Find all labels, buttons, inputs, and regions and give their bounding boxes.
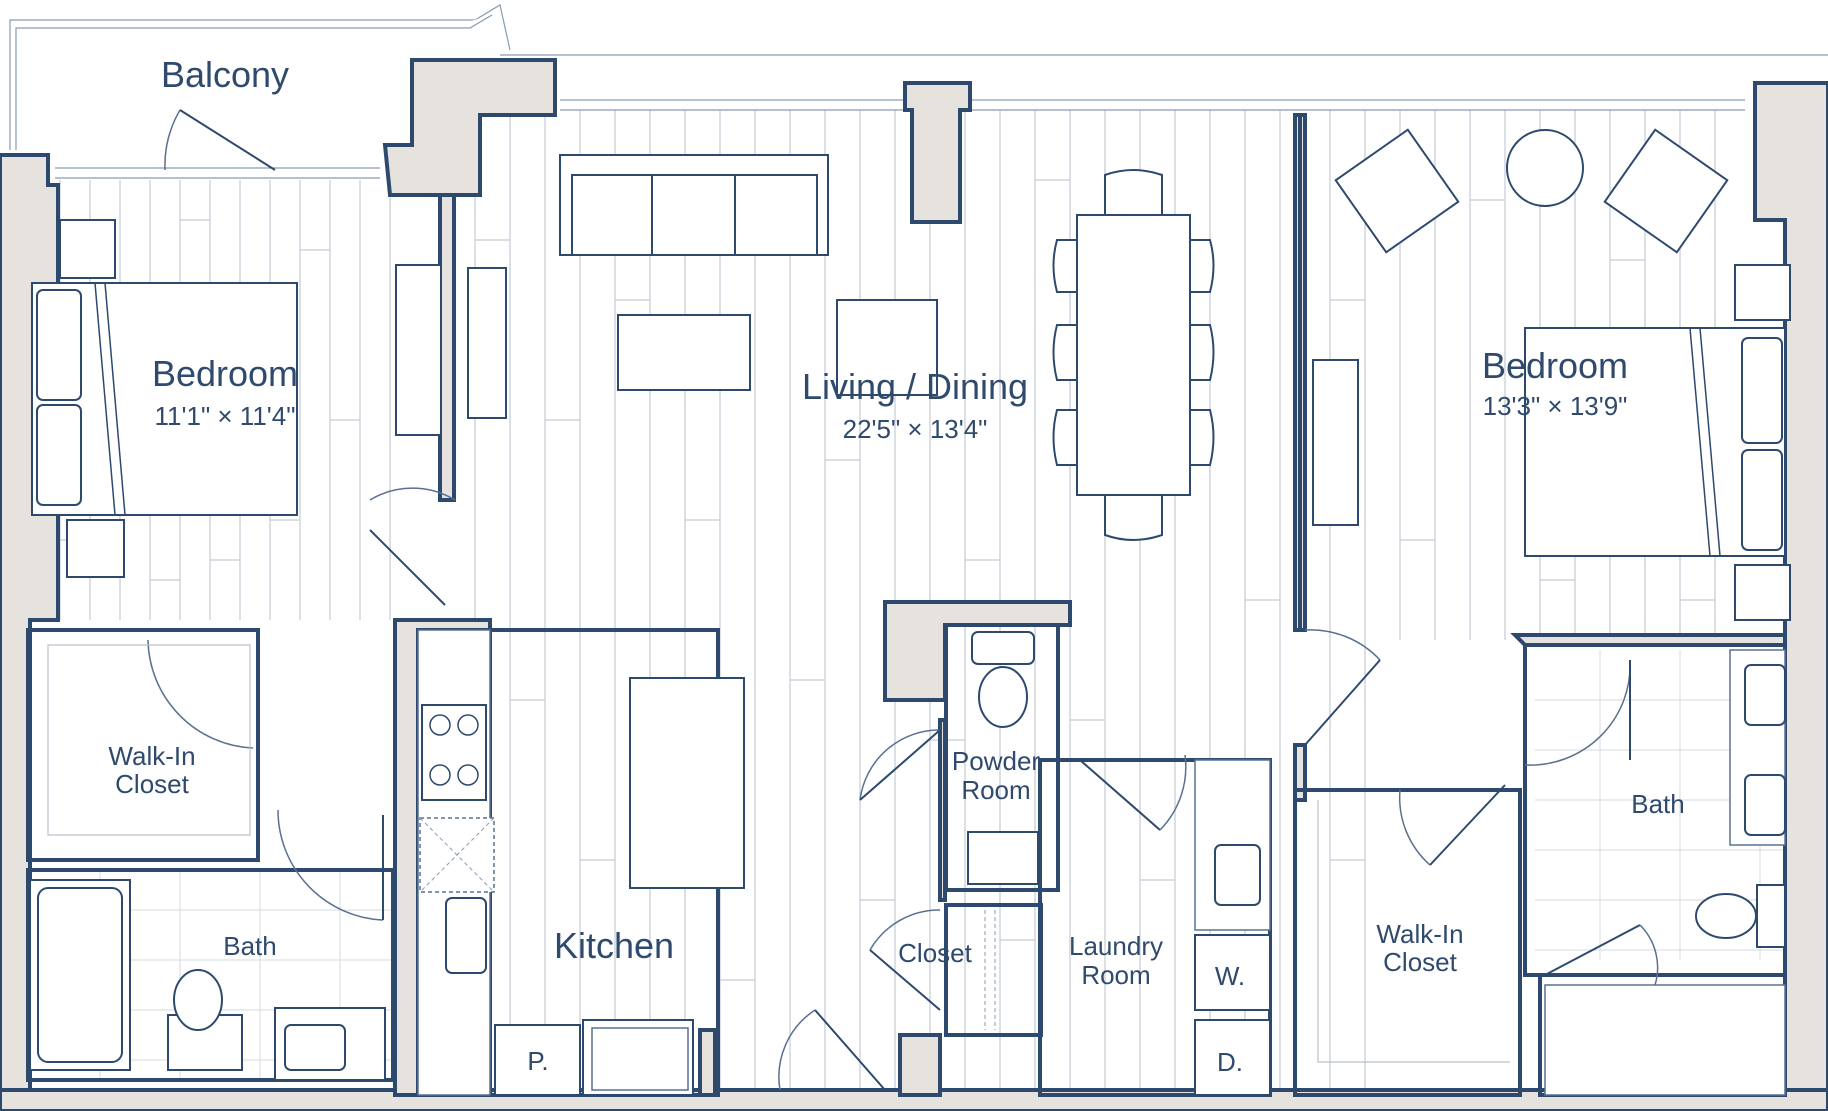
right-pillow-1 [1741, 337, 1783, 444]
dining-table [1076, 214, 1191, 496]
washer-label: W. [1215, 961, 1245, 991]
laundry-fixtures [1194, 759, 1271, 1096]
shower [1544, 984, 1786, 1096]
right-walkin-line2: Closet [1383, 947, 1457, 977]
dryer [1194, 1019, 1271, 1096]
powder-room-line1: Powder [952, 746, 1040, 776]
cooktop [421, 704, 487, 801]
coffee-table [617, 314, 751, 391]
dresser [395, 264, 442, 436]
living-furniture [467, 154, 1215, 541]
toilet-tank [971, 631, 1035, 665]
right-pillow-2 [1741, 449, 1783, 551]
toilet-bowl [978, 666, 1028, 728]
powder-sink [967, 831, 1039, 885]
sink-upper [1744, 664, 1786, 726]
right-dresser [1312, 359, 1359, 526]
right-bedroom-furniture [1312, 128, 1791, 621]
washer [1194, 934, 1271, 1011]
right-toilet-tank [1756, 884, 1786, 948]
kitchen-furniture [417, 629, 745, 1096]
living-dining-dims: 22'5" × 13'4" [843, 414, 988, 444]
laundry-line1: Laundry [1069, 931, 1163, 961]
right-bedroom-dims: 13'3" × 13'9" [1483, 391, 1628, 421]
side-table [1506, 129, 1584, 207]
kitchen-sink [445, 897, 487, 974]
left-bedroom-furniture [31, 219, 442, 836]
left-bath-label: Bath [223, 931, 277, 961]
left-walkin-line1: Walk-In [108, 741, 195, 771]
doors [147, 109, 1659, 1091]
right-toilet-bowl [1695, 893, 1757, 939]
nightstand-bottom [66, 519, 125, 578]
right-walkin-line1: Walk-In [1376, 919, 1463, 949]
laundry-sink [1214, 844, 1261, 906]
nightstand-top [59, 219, 116, 279]
right-bath-label: Bath [1631, 789, 1685, 819]
kitchen-label: Kitchen [554, 925, 674, 966]
powder-room-fixtures [967, 631, 1039, 885]
lounge-chair-left [1334, 128, 1460, 254]
right-bedroom-name: Bedroom [1482, 345, 1628, 386]
closet-label: Closet [898, 938, 972, 968]
nightstand-right-bottom [1734, 564, 1791, 621]
balcony-label: Balcony [161, 54, 289, 95]
right-bath-fixtures [1544, 649, 1786, 1096]
nightstand-right-top [1734, 264, 1791, 321]
balcony [9, 4, 1828, 179]
pillow-1 [36, 289, 82, 401]
dining-chairs [1052, 169, 1215, 541]
left-toilet-tank [167, 1014, 243, 1071]
armchair [836, 299, 938, 396]
kitchen-island [629, 677, 745, 889]
left-bath-sink [284, 1024, 346, 1071]
left-bedroom-dims: 11'1" × 11'4" [155, 401, 296, 431]
tv-console [467, 267, 507, 419]
dishwasher [419, 817, 495, 893]
left-walkin-line2: Closet [115, 769, 189, 799]
lounge-chair-right [1603, 128, 1729, 254]
sofa-seat [571, 174, 818, 256]
pantry [494, 1024, 581, 1096]
living-dining-name: Living / Dining [802, 366, 1028, 407]
right-walkin-outline [1317, 800, 1510, 1063]
powder-room-line2: Room [961, 775, 1030, 805]
left-bath-fixtures [29, 879, 386, 1081]
closet-fixtures [984, 910, 996, 1030]
pillow-2 [36, 404, 82, 506]
left-bedroom-name: Bedroom [152, 353, 298, 394]
laundry-line2: Room [1081, 960, 1150, 990]
sink-lower [1744, 774, 1786, 836]
left-toilet-bowl [173, 969, 223, 1031]
pantry-label: P. [527, 1046, 548, 1076]
dryer-label: D. [1217, 1047, 1243, 1077]
